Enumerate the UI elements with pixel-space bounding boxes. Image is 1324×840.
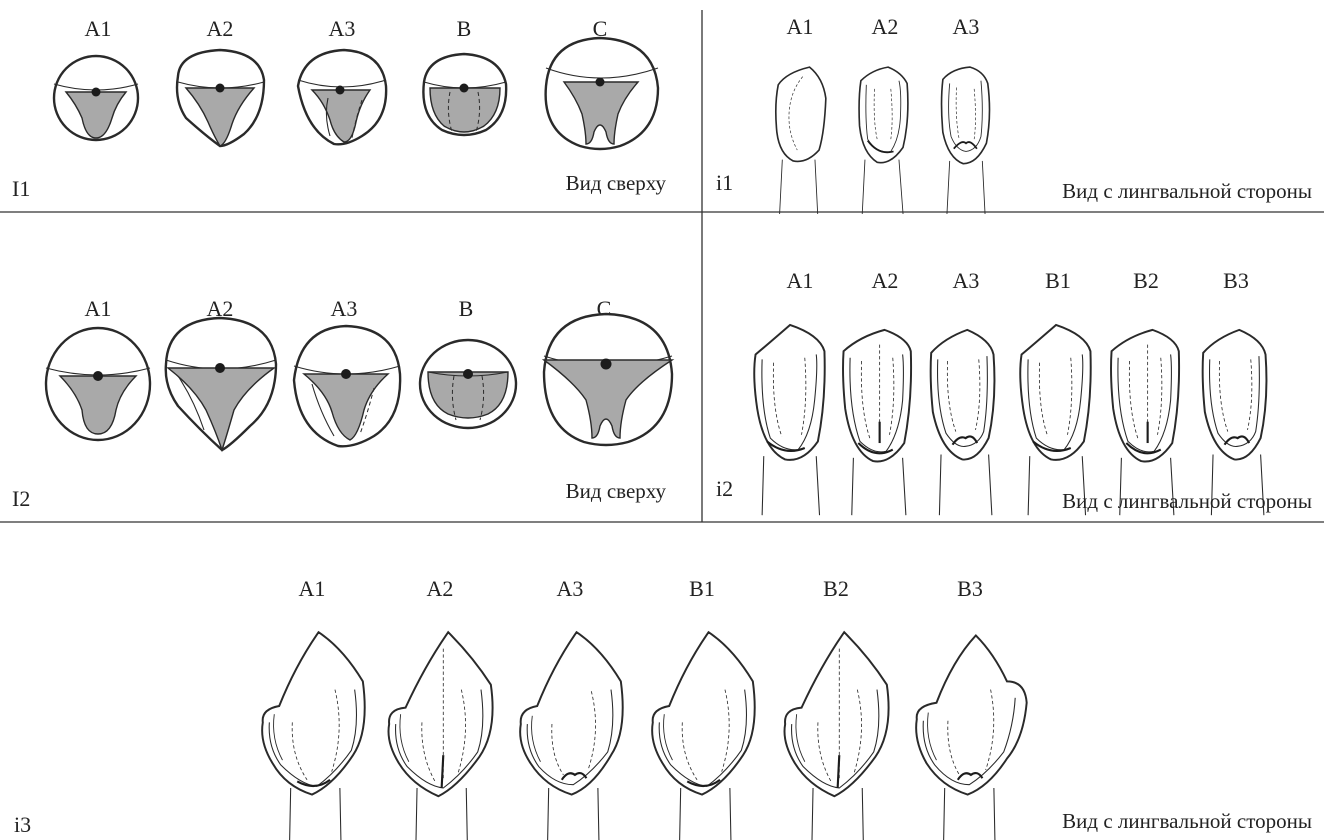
tooth-i3-B1 [652,632,755,840]
caption-I1: Вид сверху [566,171,667,195]
tooth-i1-A2 [859,67,908,214]
tooth-i3-B2 [785,632,889,840]
panel-i2: A1 A2 A3 B1 B2 B3 i2 Вид с лингвальной с… [716,268,1312,515]
label-I1-A1: A1 [85,16,112,41]
tooth-i3-A1 [262,632,365,840]
panel-I2: A1 A2 A3 B C I2 Вид сверху [12,296,672,511]
tooth-i1-A1 [776,67,826,214]
tooth-i2-B1 [1020,325,1090,515]
label-i2-A1: A1 [787,268,814,293]
label-i1-A2: A2 [872,14,899,39]
panel-i1: A1 A2 A3 i1 Вид с лингвальной стороны [716,14,1312,214]
tooth-I1-A3 [298,50,386,144]
tooth-I2-A3 [294,326,400,446]
tooth-I1-A2 [177,50,264,146]
label-i3-B1: B1 [689,576,715,601]
tooth-I1-B [423,54,506,135]
tooth-i2-B2 [1111,330,1179,515]
caption-i1: Вид с лингвальной стороны [1062,179,1312,203]
panel-I1: A1 A2 A3 B C I1 Вид сверху [12,16,666,201]
label-i2-A3: A3 [953,268,980,293]
caption-i3: Вид с лингвальной стороны [1062,809,1312,833]
label-i3-A3: A3 [557,576,584,601]
label-i1-A1: A1 [787,14,814,39]
panel-id-I2: I2 [12,486,30,511]
label-i3-A2: A2 [427,576,454,601]
tooth-i2-B3 [1203,330,1267,515]
tooth-i1-A3 [942,67,990,214]
label-I1-B: B [457,16,472,41]
label-I1-A2: A2 [207,16,234,41]
panel-id-i2: i2 [716,476,733,501]
label-i2-B3: B3 [1223,268,1249,293]
tooth-I2-B [420,340,516,428]
tooth-i2-A3 [931,330,995,515]
label-i3-B2: B2 [823,576,849,601]
tooth-I2-C [544,314,672,445]
label-i2-B1: B1 [1045,268,1071,293]
label-I2-B: B [459,296,474,321]
tooth-I1-A1 [54,56,138,140]
tooth-i3-A2 [389,632,493,840]
label-i1-A3: A3 [953,14,980,39]
label-I2-A3: A3 [331,296,358,321]
label-i3-B3: B3 [957,576,983,601]
label-i2-B2: B2 [1133,268,1159,293]
panel-id-i3: i3 [14,812,31,837]
tooth-I1-C [546,38,658,149]
label-i2-A2: A2 [872,268,899,293]
label-i3-A1: A1 [299,576,326,601]
tooth-I2-A2 [166,318,276,450]
tooth-i3-B3 [916,635,1027,840]
tooth-I2-A1 [46,328,150,440]
caption-i2: Вид с лингвальной стороны [1062,489,1312,513]
label-I2-A1: A1 [85,296,112,321]
label-I1-A3: A3 [329,16,356,41]
panel-id-i1: i1 [716,170,733,195]
tooth-i2-A2 [843,330,911,515]
panel-id-I1: I1 [12,176,30,201]
tooth-i2-A1 [754,325,824,515]
panel-i3: A1 A2 A3 B1 B2 B3 i3 Вид с лингвальной с… [14,576,1312,840]
tooth-i3-A3 [520,632,623,840]
caption-I2: Вид сверху [566,479,667,503]
